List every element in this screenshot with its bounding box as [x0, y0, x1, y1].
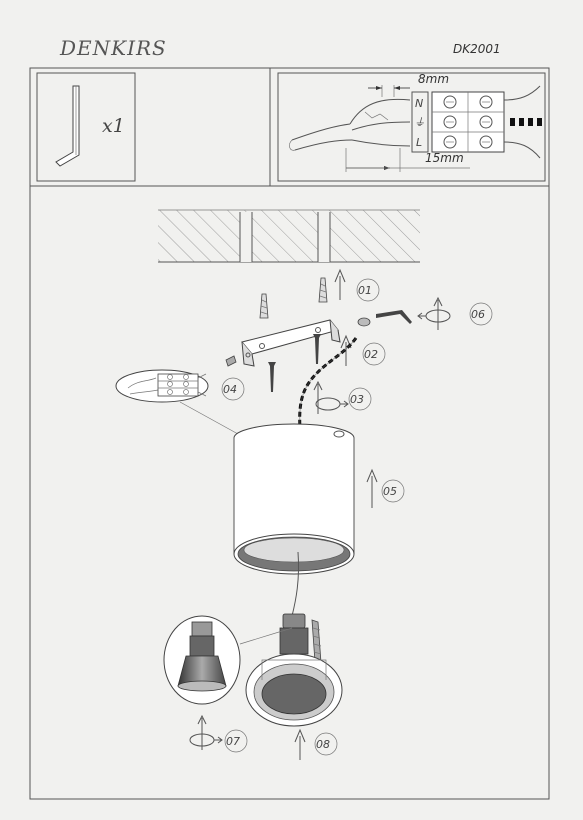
arrow-up-icon: [294, 728, 306, 760]
screw-icon: [225, 355, 237, 367]
terminal-block-icon: [115, 369, 239, 435]
rotate-icon: [417, 296, 451, 330]
rotate-icon: [313, 380, 349, 414]
hex-key-icon: [376, 310, 412, 324]
step-05-label: 05: [383, 485, 397, 498]
arrow-up-icon: [334, 268, 346, 300]
supply-cable: [298, 337, 358, 429]
wall-plug-icon: [259, 293, 269, 319]
step-02-label: 02: [364, 348, 378, 361]
terminal-live: L: [416, 136, 422, 149]
trim-ring: [245, 653, 343, 727]
lamp-holder: [279, 613, 323, 677]
set-screw: [357, 317, 371, 327]
ceiling-section: [158, 209, 420, 263]
hex-key-quantity: x1: [102, 115, 125, 137]
gu10-lamp-icon: [163, 615, 293, 705]
terminal-block-icon: [431, 91, 505, 153]
jacket-strip-length-label: 15mm: [425, 151, 464, 165]
terminal-neutral: N: [415, 97, 423, 110]
wall-plug-icon: [318, 277, 328, 303]
step-07-label: 07: [226, 735, 240, 748]
page-frame: [29, 67, 550, 800]
hex-key-icon: [55, 85, 80, 167]
step-01-label: 01: [358, 284, 372, 297]
mounting-bracket: [241, 319, 341, 367]
step-03-label: 03: [350, 393, 364, 406]
screw-icon: [268, 362, 276, 392]
rotate-icon: [189, 714, 223, 750]
arrow-up-icon: [366, 468, 378, 508]
step-08-label: 08: [316, 738, 330, 751]
luminaire-body: [233, 423, 355, 617]
model-number: DK2001: [453, 42, 501, 56]
screw-icon: [313, 334, 321, 364]
step-06-label: 06: [471, 308, 485, 321]
terminal-earth: ⏚: [414, 116, 425, 129]
wiring-box: [277, 72, 546, 182]
parts-box: [36, 72, 136, 182]
step-04-label: 04: [223, 383, 237, 396]
brand-title: DENKIRS: [59, 36, 167, 60]
wiring-detail: 8mm 15mm N ⏚ L: [289, 72, 542, 172]
strip-length-label: 8mm: [418, 72, 449, 86]
